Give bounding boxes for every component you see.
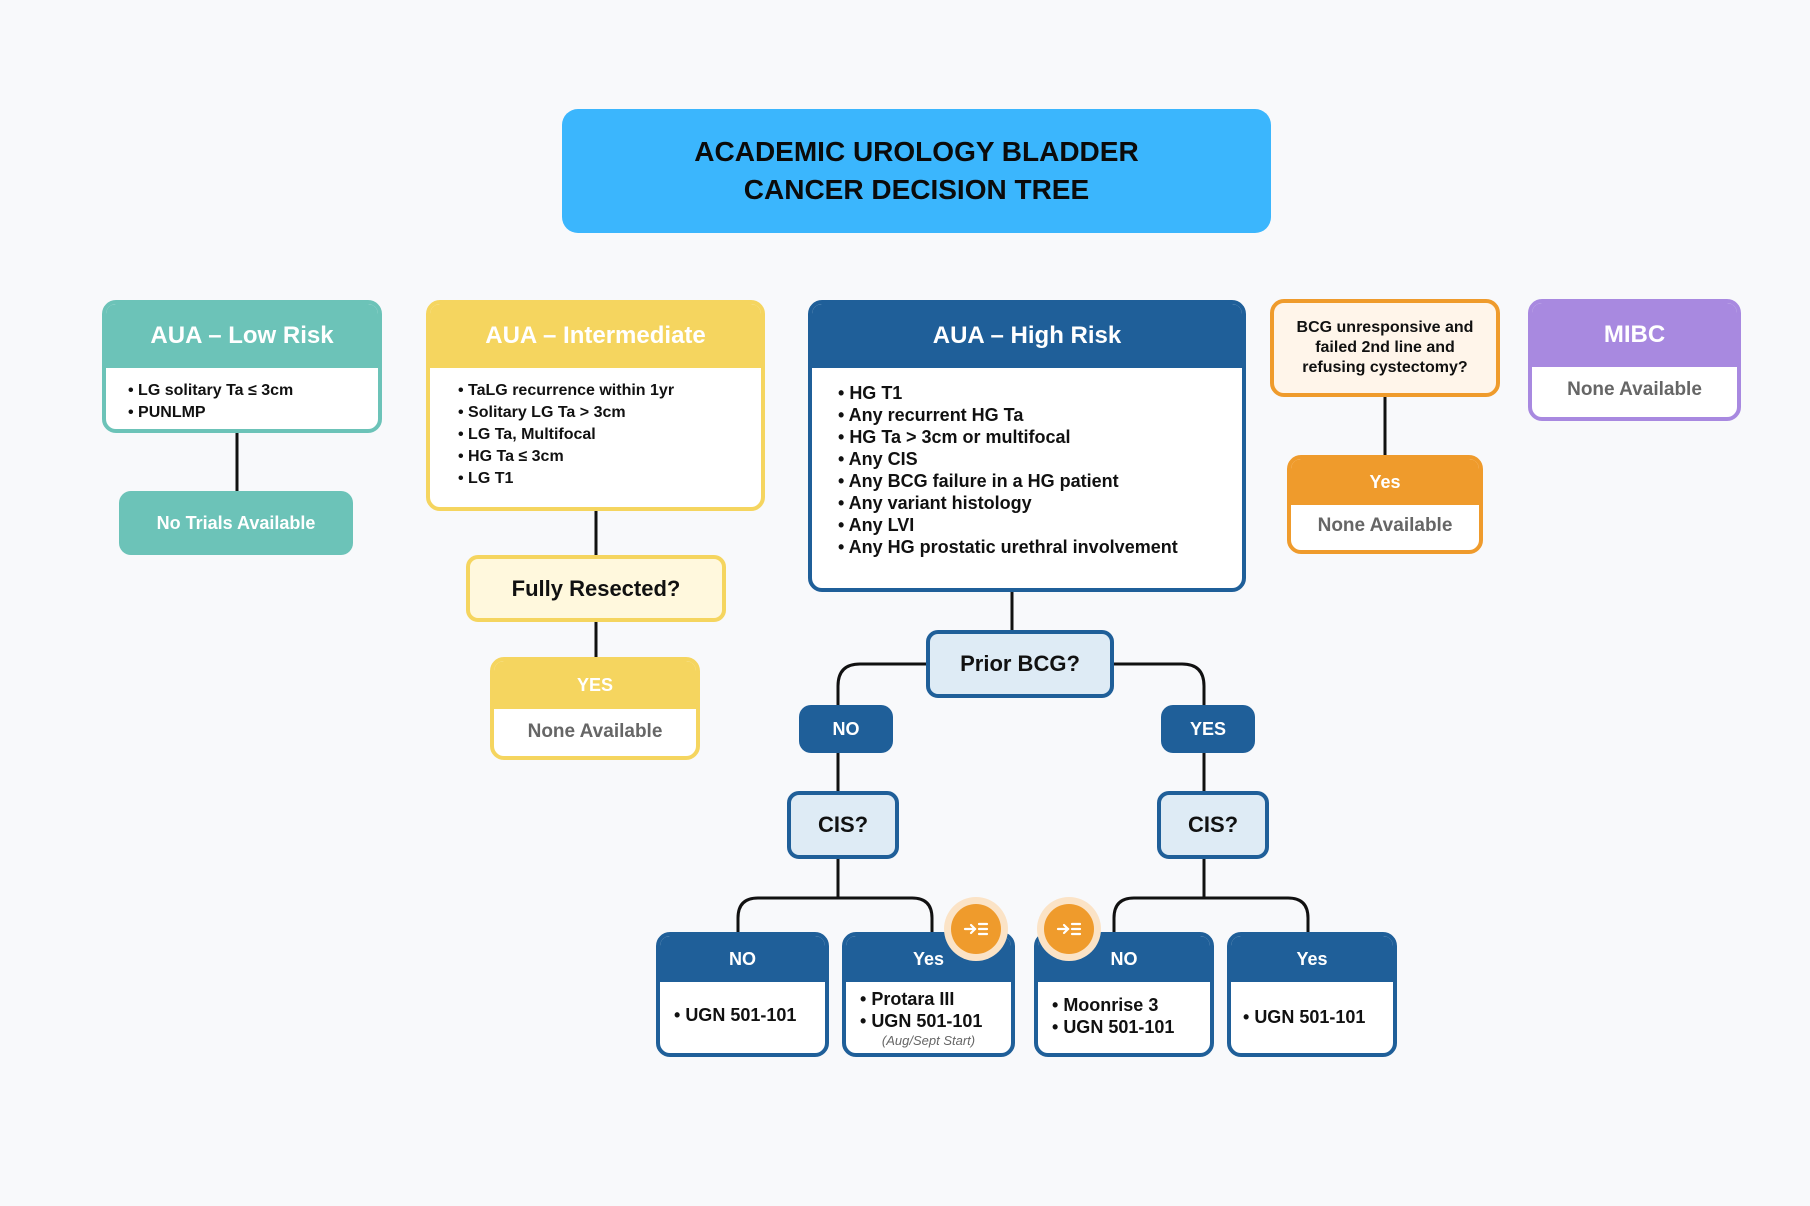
low-risk-header: AUA – Low Risk (106, 304, 378, 368)
mibc-card: MIBC None Available (1528, 299, 1741, 421)
title-line-1: ACADEMIC UROLOGY BLADDER (694, 136, 1139, 167)
leaf-trials: Moonrise 3 UGN 501-101 (1038, 982, 1210, 1038)
title-line-2: CANCER DECISION TREE (743, 174, 1090, 205)
high-risk-criteria: HG T1 Any recurrent HG Ta HG Ta > 3cm or… (812, 368, 1242, 558)
start-note: (Aug/Sept Start) (881, 1033, 976, 1048)
enroll-badge-left[interactable] (944, 897, 1008, 961)
page-title: ACADEMIC UROLOGY BLADDER CANCER DECISION… (562, 109, 1271, 233)
list-item: HG Ta > 3cm or multifocal (838, 426, 1242, 448)
leaf-no-cis-card: NO UGN 501-101 (656, 932, 829, 1057)
list-item: UGN 501-101 (1243, 1006, 1393, 1028)
bcg-yes-header: Yes (1291, 459, 1479, 505)
list-item: LG solitary Ta ≤ 3cm (128, 380, 378, 402)
prior-bcg-question: Prior BCG? (926, 630, 1114, 698)
list-item: Any BCG failure in a HG patient (838, 470, 1242, 492)
enroll-badge-right[interactable] (1037, 897, 1101, 961)
list-item: Any HG prostatic urethral involvement (838, 536, 1242, 558)
prior-bcg-yes: YES (1161, 705, 1255, 753)
list-item: Any variant histology (838, 492, 1242, 514)
intermediate-card: AUA – Intermediate TaLG recurrence withi… (426, 300, 765, 511)
intermediate-result: None Available (527, 721, 663, 742)
fully-resected-question: Fully Resected? (466, 555, 726, 622)
leaf-trials: UGN 501-101 (660, 982, 825, 1026)
leaf-trials: UGN 501-101 (1231, 982, 1393, 1028)
enroll-arrow-icon (1044, 904, 1094, 954)
mibc-result: None Available (1567, 379, 1702, 400)
list-item: UGN 501-101 (860, 1010, 1011, 1032)
leaf-trials: Protara III UGN 501-101 (846, 982, 1011, 1032)
bcg-unresponsive-question: BCG unresponsive and failed 2nd line and… (1270, 299, 1500, 397)
leaf-prior-bcg-yes-cis-card: Yes UGN 501-101 (1227, 932, 1397, 1057)
list-item: LG T1 (458, 468, 761, 490)
intermediate-header: AUA – Intermediate (430, 304, 761, 368)
list-item: Moonrise 3 (1052, 994, 1210, 1016)
no-trials-result: No Trials Available (119, 491, 353, 555)
intermediate-yes-card: YES None Available (490, 657, 700, 760)
list-item: HG T1 (838, 382, 1242, 404)
bcg-unresponsive-result: None Available (1317, 515, 1453, 536)
leaf-header: Yes (1231, 936, 1393, 982)
mibc-header: MIBC (1532, 303, 1737, 367)
enroll-arrow-icon (951, 904, 1001, 954)
list-item: Any LVI (838, 514, 1242, 536)
list-item: Any CIS (838, 448, 1242, 470)
low-risk-criteria: LG solitary Ta ≤ 3cm PUNLMP (106, 368, 378, 424)
list-item: PUNLMP (128, 402, 378, 424)
low-risk-card: AUA – Low Risk LG solitary Ta ≤ 3cm PUNL… (102, 300, 382, 433)
intermediate-yes-header: YES (494, 661, 696, 709)
list-item: Solitary LG Ta > 3cm (458, 402, 761, 424)
list-item: LG Ta, Multifocal (458, 424, 761, 446)
list-item: Any recurrent HG Ta (838, 404, 1242, 426)
cis-question-right: CIS? (1157, 791, 1269, 859)
leaf-header: NO (660, 936, 825, 982)
bcg-unresponsive-yes-card: Yes None Available (1287, 455, 1483, 554)
list-item: UGN 501-101 (1052, 1016, 1210, 1038)
list-item: HG Ta ≤ 3cm (458, 446, 761, 468)
list-item: UGN 501-101 (674, 1004, 825, 1026)
high-risk-header: AUA – High Risk (812, 304, 1242, 368)
high-risk-card: AUA – High Risk HG T1 Any recurrent HG T… (808, 300, 1246, 592)
intermediate-criteria: TaLG recurrence within 1yr Solitary LG T… (430, 368, 761, 490)
cis-question-left: CIS? (787, 791, 899, 859)
list-item: TaLG recurrence within 1yr (458, 380, 761, 402)
prior-bcg-no: NO (799, 705, 893, 753)
list-item: Protara III (860, 988, 1011, 1010)
